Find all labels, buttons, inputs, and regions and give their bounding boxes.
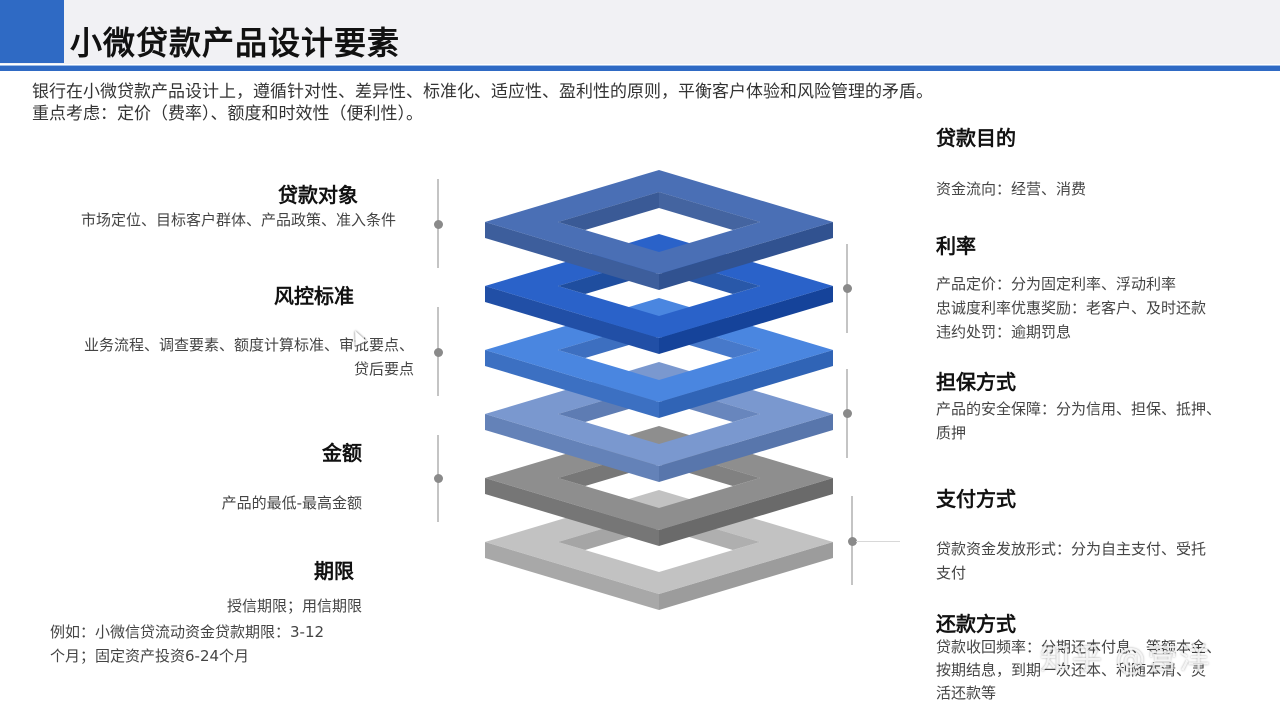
block-loan-purpose: 贷款目的 (936, 122, 1016, 151)
block-payment-method: 支付方式 (936, 483, 1016, 512)
block-desc: 违约处罚：逾期罚息 (936, 323, 1072, 341)
block-term: 期限 (314, 555, 354, 584)
block-desc: 产品的最低-最高金额 (221, 494, 362, 512)
block-risk-control: 风控标准 (274, 280, 354, 309)
stack-layer (485, 170, 833, 290)
block-amount-desc: 产品的最低-最高金额 (222, 491, 362, 515)
header-divider (0, 66, 1280, 71)
block-title: 还款方式 (936, 612, 1016, 636)
block-desc: 质押 (936, 424, 967, 442)
block-term-desc-1: 授信期限；用信期限 (227, 594, 362, 618)
block-title: 利率 (936, 234, 976, 258)
block-repayment: 还款方式 (936, 608, 1016, 637)
block-desc: 忠诚度利率优惠奖励：老客户、及时还款 (936, 299, 1207, 317)
block-desc: 贷后要点 (353, 360, 414, 378)
block-desc: 产品定价：分为固定利率、浮动利率 (936, 275, 1177, 293)
block-desc: 支付 (936, 564, 967, 582)
block-loan-purpose-desc: 资金流向：经营、消费 (936, 177, 1086, 201)
block-repayment-desc: 贷款收回频率：分期还本付息、等额本金、 按期结息，到期一次还本、利随本清、灵 活… (936, 636, 1221, 705)
block-desc: 个月；固定资产投资6-24个月 (50, 647, 250, 665)
connector-dot (848, 537, 857, 546)
connector-dot (434, 474, 443, 483)
connector-dot (843, 409, 852, 418)
block-title: 担保方式 (936, 370, 1016, 394)
block-risk-control-desc: 业务流程、调查要素、额度计算标准、审批要点、 贷后要点 (84, 333, 414, 381)
connector-dot (843, 284, 852, 293)
block-payment-method-desc: 贷款资金发放形式：分为自主支付、受托 支付 (936, 537, 1206, 585)
intro-line-2: 重点考虑：定价（费率）、额度和时效性（便利性）。 (32, 104, 423, 124)
block-desc: 活还款等 (936, 684, 997, 702)
block-desc: 产品的安全保障：分为信用、担保、抵押、 (936, 400, 1222, 418)
block-title: 贷款对象 (278, 183, 358, 207)
block-title: 风控标准 (274, 284, 354, 308)
block-desc: 例如：小微信贷流动资金贷款期限：3-12 (50, 623, 325, 641)
connector-dot (434, 348, 443, 357)
block-loan-target: 贷款对象 市场定位、目标客户群体、产品政策、准入条件 (81, 179, 396, 232)
block-term-desc-2: 例如：小微信贷流动资金贷款期限：3-12 个月；固定资产投资6-24个月 (50, 620, 324, 668)
block-guarantee-desc: 产品的安全保障：分为信用、担保、抵押、 质押 (936, 397, 1221, 445)
connector-line-horizontal (856, 541, 900, 542)
block-desc: 资金流向：经营、消费 (936, 180, 1087, 198)
block-desc: 市场定位、目标客户群体、产品政策、准入条件 (80, 211, 396, 229)
block-title: 支付方式 (936, 487, 1016, 511)
block-amount: 金额 (322, 437, 362, 466)
intro-line-1: 银行在小微贷款产品设计上，遵循针对性、差异性、标准化、适应性、盈利性的原则，平衡… (32, 82, 933, 102)
watermark: 知乎 @营洋 (1040, 642, 1212, 677)
block-interest-rate: 利率 (936, 230, 976, 259)
block-title: 贷款目的 (936, 126, 1016, 150)
block-desc: 授信期限；用信期限 (226, 597, 362, 615)
header-accent-block (0, 0, 64, 63)
block-guarantee: 担保方式 (936, 366, 1016, 395)
slide-header: 小微贷款产品设计要素 (0, 0, 1280, 64)
page-title: 小微贷款产品设计要素 (70, 24, 401, 62)
block-title: 期限 (314, 559, 354, 583)
block-title: 金额 (322, 441, 362, 465)
block-desc: 业务流程、调查要素、额度计算标准、审批要点、 (83, 336, 414, 354)
block-interest-rate-desc: 产品定价：分为固定利率、浮动利率 忠诚度利率优惠奖励：老客户、及时还款 违约处罚… (936, 272, 1206, 344)
block-desc: 贷款收回频率：分期还本付息、等额本金、 (936, 638, 1222, 656)
block-desc: 按期结息，到期一次还本、利随本清、灵 (936, 661, 1207, 679)
intro-text: 银行在小微贷款产品设计上，遵循针对性、差异性、标准化、适应性、盈利性的原则，平衡… (32, 81, 933, 125)
connector-dot (434, 220, 443, 229)
block-desc: 贷款资金发放形式：分为自主支付、受托 (936, 540, 1207, 558)
